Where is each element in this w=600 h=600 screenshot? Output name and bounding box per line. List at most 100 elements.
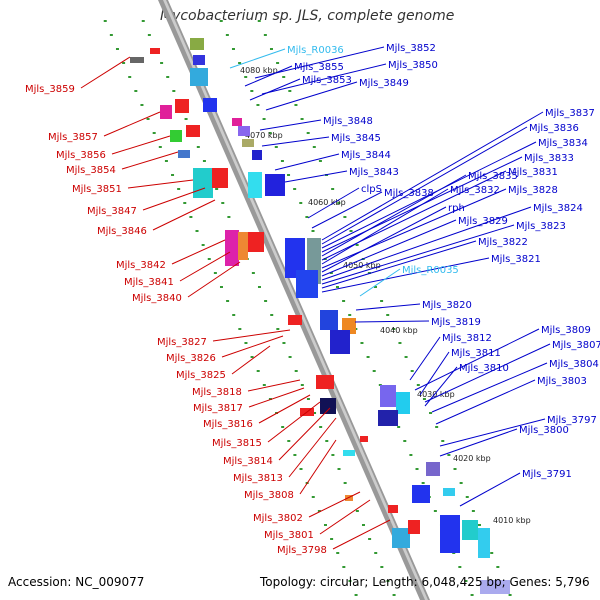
right-gene-label[interactable]: Mjls_3828 bbox=[508, 185, 558, 196]
right-gene-label[interactable]: Mjls_3845 bbox=[331, 133, 381, 144]
left-gene-label[interactable]: Mjls_3818 bbox=[192, 387, 242, 398]
left-gene-label[interactable]: Mjls_3825 bbox=[176, 370, 226, 381]
gene-block[interactable] bbox=[130, 57, 144, 63]
left-gene-label[interactable]: Mjls_3842 bbox=[116, 260, 166, 271]
gene-block[interactable] bbox=[478, 528, 490, 558]
gene-block[interactable] bbox=[388, 505, 398, 513]
gene-block[interactable] bbox=[265, 174, 285, 196]
right-gene-label[interactable]: Mjls_3837 bbox=[545, 108, 595, 119]
right-gene-label[interactable]: Mjls_3838 bbox=[384, 188, 434, 199]
left-gene-label[interactable]: Mjls_3840 bbox=[132, 293, 182, 304]
left-gene-label[interactable]: Mjls_3827 bbox=[157, 337, 207, 348]
gene-block[interactable] bbox=[190, 68, 208, 86]
right-gene-label[interactable]: Mjls_3822 bbox=[478, 237, 528, 248]
right-gene-label[interactable]: clpS bbox=[361, 184, 382, 195]
gene-block[interactable] bbox=[380, 385, 396, 407]
right-gene-label[interactable]: Mjls_3804 bbox=[549, 359, 599, 370]
right-gene-label[interactable]: Mjls_R0036 bbox=[287, 45, 344, 56]
gene-block[interactable] bbox=[320, 310, 338, 330]
gene-block[interactable] bbox=[285, 238, 305, 278]
gene-block[interactable] bbox=[392, 528, 410, 548]
gene-block[interactable] bbox=[160, 105, 172, 119]
right-gene-label[interactable]: rph bbox=[448, 203, 465, 214]
right-gene-label[interactable]: Mjls_3812 bbox=[442, 333, 492, 344]
right-gene-label[interactable]: Mjls_3823 bbox=[516, 221, 566, 232]
left-gene-label[interactable]: Mjls_3859 bbox=[25, 84, 75, 95]
gene-block[interactable] bbox=[238, 232, 248, 260]
gene-block[interactable] bbox=[396, 392, 410, 414]
left-gene-label[interactable]: Mjls_3802 bbox=[253, 513, 303, 524]
gene-block[interactable] bbox=[378, 410, 398, 426]
gene-block[interactable] bbox=[225, 230, 239, 266]
gene-block[interactable] bbox=[320, 398, 336, 414]
gene-block[interactable] bbox=[462, 520, 478, 540]
right-gene-label[interactable]: Mjls_3800 bbox=[519, 425, 569, 436]
right-gene-label[interactable]: Mjls_3853 bbox=[302, 75, 352, 86]
gene-block[interactable] bbox=[232, 118, 242, 126]
gene-block[interactable] bbox=[203, 98, 217, 112]
left-gene-label[interactable]: Mjls_3801 bbox=[264, 530, 314, 541]
right-gene-label[interactable]: Mjls_3820 bbox=[422, 300, 472, 311]
gene-block[interactable] bbox=[288, 315, 302, 325]
right-gene-label[interactable]: Mjls_3829 bbox=[458, 216, 508, 227]
gene-block[interactable] bbox=[248, 232, 264, 252]
gene-block[interactable] bbox=[150, 48, 160, 54]
right-gene-label[interactable]: Mjls_3834 bbox=[538, 138, 588, 149]
right-gene-label[interactable]: Mjls_3843 bbox=[349, 167, 399, 178]
gene-block[interactable] bbox=[252, 150, 262, 160]
left-gene-label[interactable]: Mjls_3817 bbox=[193, 403, 243, 414]
gene-block[interactable] bbox=[316, 375, 334, 389]
gene-block[interactable] bbox=[426, 462, 440, 476]
gene-block[interactable] bbox=[170, 130, 182, 142]
gene-block[interactable] bbox=[408, 520, 420, 534]
gene-block[interactable] bbox=[480, 580, 510, 594]
left-gene-label[interactable]: Mjls_3857 bbox=[48, 132, 98, 143]
left-gene-label[interactable]: Mjls_3847 bbox=[87, 206, 137, 217]
gene-block[interactable] bbox=[343, 450, 355, 456]
gene-block[interactable] bbox=[193, 55, 205, 65]
gene-block[interactable] bbox=[440, 515, 460, 553]
gene-block[interactable] bbox=[186, 125, 200, 137]
left-gene-label[interactable]: Mjls_3815 bbox=[212, 438, 262, 449]
gene-block[interactable] bbox=[296, 270, 318, 298]
gene-block[interactable] bbox=[212, 168, 228, 188]
gene-block[interactable] bbox=[330, 330, 350, 354]
gene-block[interactable] bbox=[242, 139, 254, 147]
right-gene-label[interactable]: Mjls_3850 bbox=[388, 60, 438, 71]
gene-block[interactable] bbox=[412, 485, 430, 503]
right-gene-label[interactable]: Mjls_R0035 bbox=[402, 265, 459, 276]
right-gene-label[interactable]: Mjls_3819 bbox=[431, 317, 481, 328]
gene-block[interactable] bbox=[345, 495, 353, 501]
right-gene-label[interactable]: Mjls_3849 bbox=[359, 78, 409, 89]
right-gene-label[interactable]: Mjls_3807 bbox=[552, 340, 600, 351]
right-gene-label[interactable]: Mjls_3833 bbox=[524, 153, 574, 164]
right-gene-label[interactable]: Mjls_3811 bbox=[451, 348, 501, 359]
left-gene-label[interactable]: Mjls_3851 bbox=[72, 184, 122, 195]
right-gene-label[interactable]: Mjls_3852 bbox=[386, 43, 436, 54]
right-gene-label[interactable]: Mjls_3832 bbox=[450, 185, 500, 196]
right-gene-label[interactable]: Mjls_3831 bbox=[508, 167, 558, 178]
left-gene-label[interactable]: Mjls_3808 bbox=[244, 490, 294, 501]
gene-block[interactable] bbox=[178, 150, 190, 158]
right-gene-label[interactable]: Mjls_3848 bbox=[323, 116, 373, 127]
left-gene-label[interactable]: Mjls_3856 bbox=[56, 150, 106, 161]
right-gene-label[interactable]: Mjls_3791 bbox=[522, 469, 572, 480]
left-gene-label[interactable]: Mjls_3854 bbox=[66, 165, 116, 176]
gene-block[interactable] bbox=[175, 99, 189, 113]
right-gene-label[interactable]: Mjls_3797 bbox=[547, 415, 597, 426]
gene-block[interactable] bbox=[238, 126, 250, 136]
left-gene-label[interactable]: Mjls_3846 bbox=[97, 226, 147, 237]
gene-block[interactable] bbox=[193, 168, 213, 198]
right-gene-label[interactable]: Mjls_3824 bbox=[533, 203, 583, 214]
right-gene-label[interactable]: Mjls_3844 bbox=[341, 150, 391, 161]
left-gene-label[interactable]: Mjls_3814 bbox=[223, 456, 273, 467]
gene-block[interactable] bbox=[443, 488, 455, 496]
gene-block[interactable] bbox=[248, 172, 262, 198]
right-gene-label[interactable]: Mjls_3810 bbox=[459, 363, 509, 374]
left-gene-label[interactable]: Mjls_3841 bbox=[124, 277, 174, 288]
gene-block[interactable] bbox=[360, 436, 368, 442]
right-gene-label[interactable]: Mjls_3821 bbox=[491, 254, 541, 265]
right-gene-label[interactable]: Mjls_3835 bbox=[468, 171, 518, 182]
left-gene-label[interactable]: Mjls_3816 bbox=[203, 419, 253, 430]
